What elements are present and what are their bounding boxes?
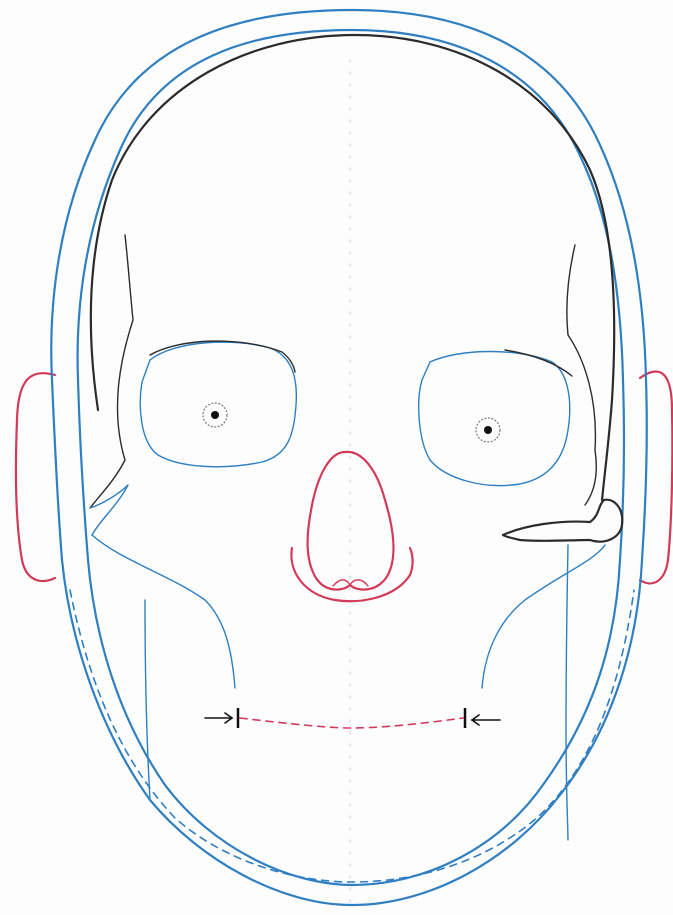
inner-head-contour bbox=[78, 30, 624, 885]
right-pupil-icon bbox=[476, 418, 500, 442]
nose-ala-arc bbox=[291, 548, 412, 601]
left-zygoma bbox=[90, 485, 128, 535]
left-arrow-icon bbox=[205, 713, 232, 723]
left-eye-socket bbox=[140, 342, 296, 467]
right-arrow-icon bbox=[472, 715, 500, 725]
right-eye-socket bbox=[419, 352, 570, 486]
right-cheek-line bbox=[566, 545, 568, 840]
left-ear bbox=[16, 373, 55, 581]
left-temporal-line bbox=[90, 235, 133, 508]
left-mandible-ramus bbox=[92, 535, 235, 688]
mouth-dashed-line bbox=[240, 718, 463, 728]
nasal-aperture bbox=[308, 452, 394, 590]
left-pupil-icon bbox=[203, 403, 227, 427]
left-cheek-line bbox=[145, 600, 150, 800]
outer-head-contour bbox=[51, 10, 647, 905]
left-eye-socket-upper-rim bbox=[150, 341, 295, 372]
jaw-dashed-contour bbox=[70, 590, 634, 882]
skull-vault bbox=[91, 35, 614, 500]
right-ear bbox=[640, 372, 672, 584]
right-zygomatic-arch bbox=[503, 500, 622, 542]
nasal-septum-notch bbox=[333, 580, 368, 586]
right-mandible-ramus bbox=[482, 545, 605, 688]
